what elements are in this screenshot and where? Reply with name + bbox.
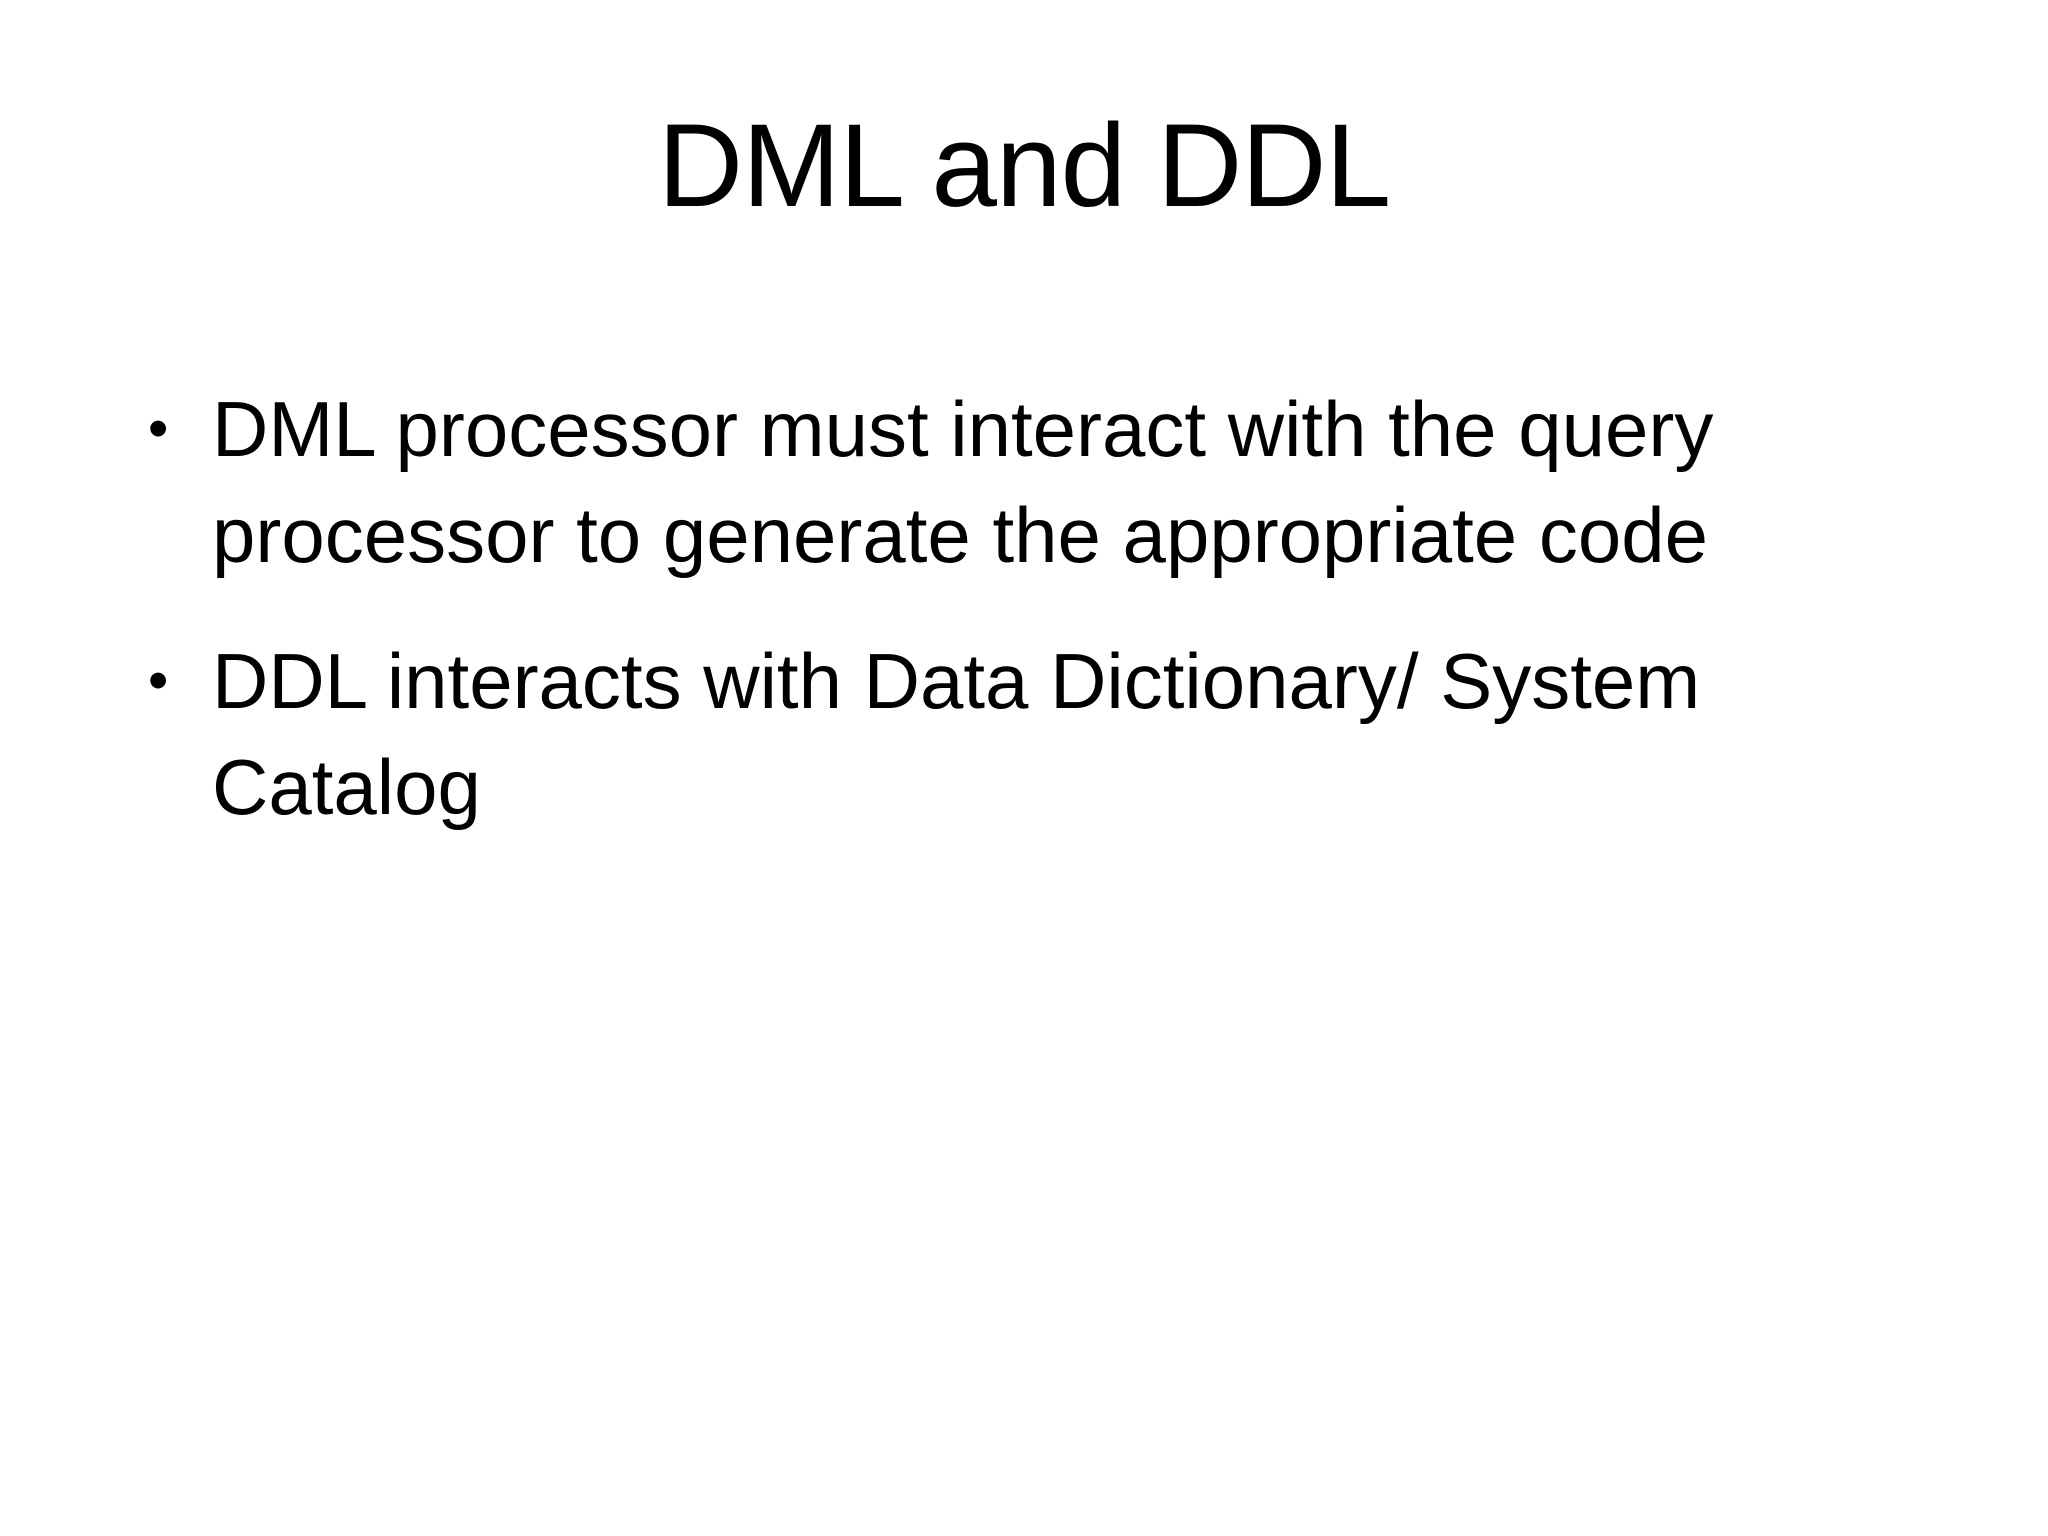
bullet-list: • DML processor must interact with the q… xyxy=(0,376,2048,840)
bullet-item: • DDL interacts with Data Dictionary/ Sy… xyxy=(148,628,1878,840)
bullet-item: • DML processor must interact with the q… xyxy=(148,376,1878,588)
slide-title: DML and DDL xyxy=(657,100,1391,232)
bullet-text: DDL interacts with Data Dictionary/ Syst… xyxy=(212,636,1701,831)
bullet-text: DML processor must interact with the que… xyxy=(212,384,1714,579)
bullet-marker-icon: • xyxy=(148,647,169,713)
bullet-marker-icon: • xyxy=(148,395,169,461)
